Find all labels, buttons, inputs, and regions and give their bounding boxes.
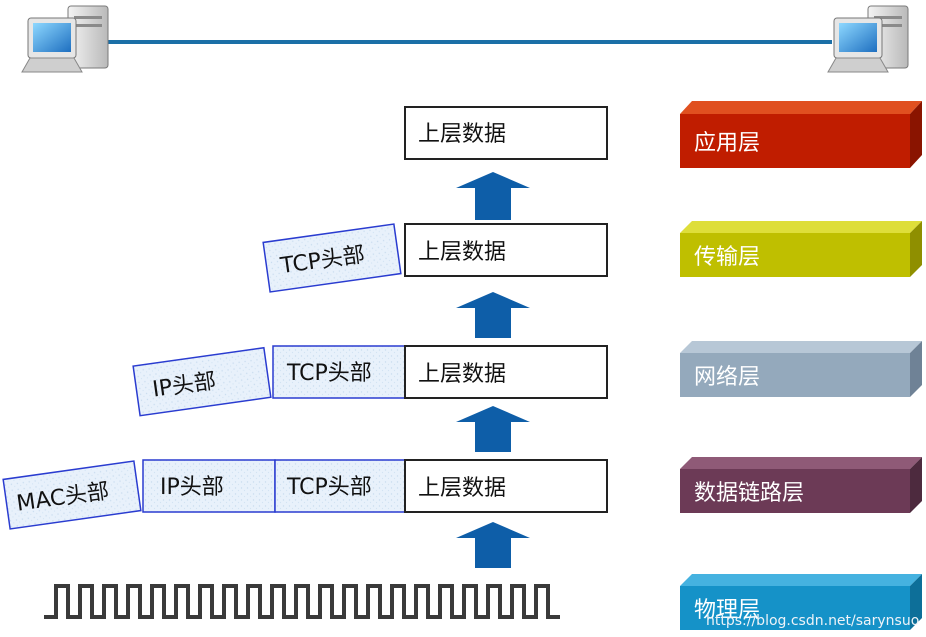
data-box-label: 上层数据 <box>418 476 506 501</box>
layer-bar-application: 应用层 <box>680 101 922 168</box>
computer-icon-left <box>21 5 109 73</box>
tcp-header-box-datalink: TCP头部 <box>274 459 406 513</box>
data-box-datalink: 上层数据 <box>404 459 608 513</box>
up-arrow-4 <box>456 522 530 568</box>
layer-label: 数据链路层 <box>694 481 804 506</box>
tcp-header-label: TCP头部 <box>286 361 372 386</box>
ip-header-label: IP头部 <box>160 475 224 500</box>
layer-bar-network: 网络层 <box>680 341 922 397</box>
layer-bar-physical: 物理层 <box>680 574 922 630</box>
up-arrow-2 <box>456 292 530 338</box>
ip-header-box-datalink: IP头部 <box>142 459 276 513</box>
layer-bar-transport: 传输层 <box>680 221 922 277</box>
computer-icon-right <box>827 5 909 73</box>
layer-label: 应用层 <box>694 131 760 156</box>
watermark-text: https://blog.csdn.net/sarynsuo <box>706 613 919 629</box>
layer-label: 物理层 <box>694 598 760 623</box>
tcp-header-box-network: TCP头部 <box>272 345 406 399</box>
data-box-transport: 上层数据 <box>404 223 608 277</box>
tcp-header-box-transport: TCP头部 <box>262 223 402 293</box>
data-box-network: 上层数据 <box>404 345 608 399</box>
up-arrow-3 <box>456 406 530 452</box>
data-box-label: 上层数据 <box>418 122 506 147</box>
data-box-label: 上层数据 <box>418 362 506 387</box>
layer-label: 网络层 <box>694 365 760 390</box>
layer-label: 传输层 <box>694 245 760 270</box>
data-box-application: 上层数据 <box>404 106 608 160</box>
layer-bar-datalink: 数据链路层 <box>680 457 922 513</box>
data-box-label: 上层数据 <box>418 240 506 265</box>
tcp-header-label: TCP头部 <box>286 475 372 500</box>
mac-header-box-datalink: MAC头部 <box>2 460 142 530</box>
up-arrow-1 <box>456 172 530 220</box>
ip-header-box-network: IP头部 <box>132 346 272 417</box>
physical-signal-wave <box>44 584 560 619</box>
